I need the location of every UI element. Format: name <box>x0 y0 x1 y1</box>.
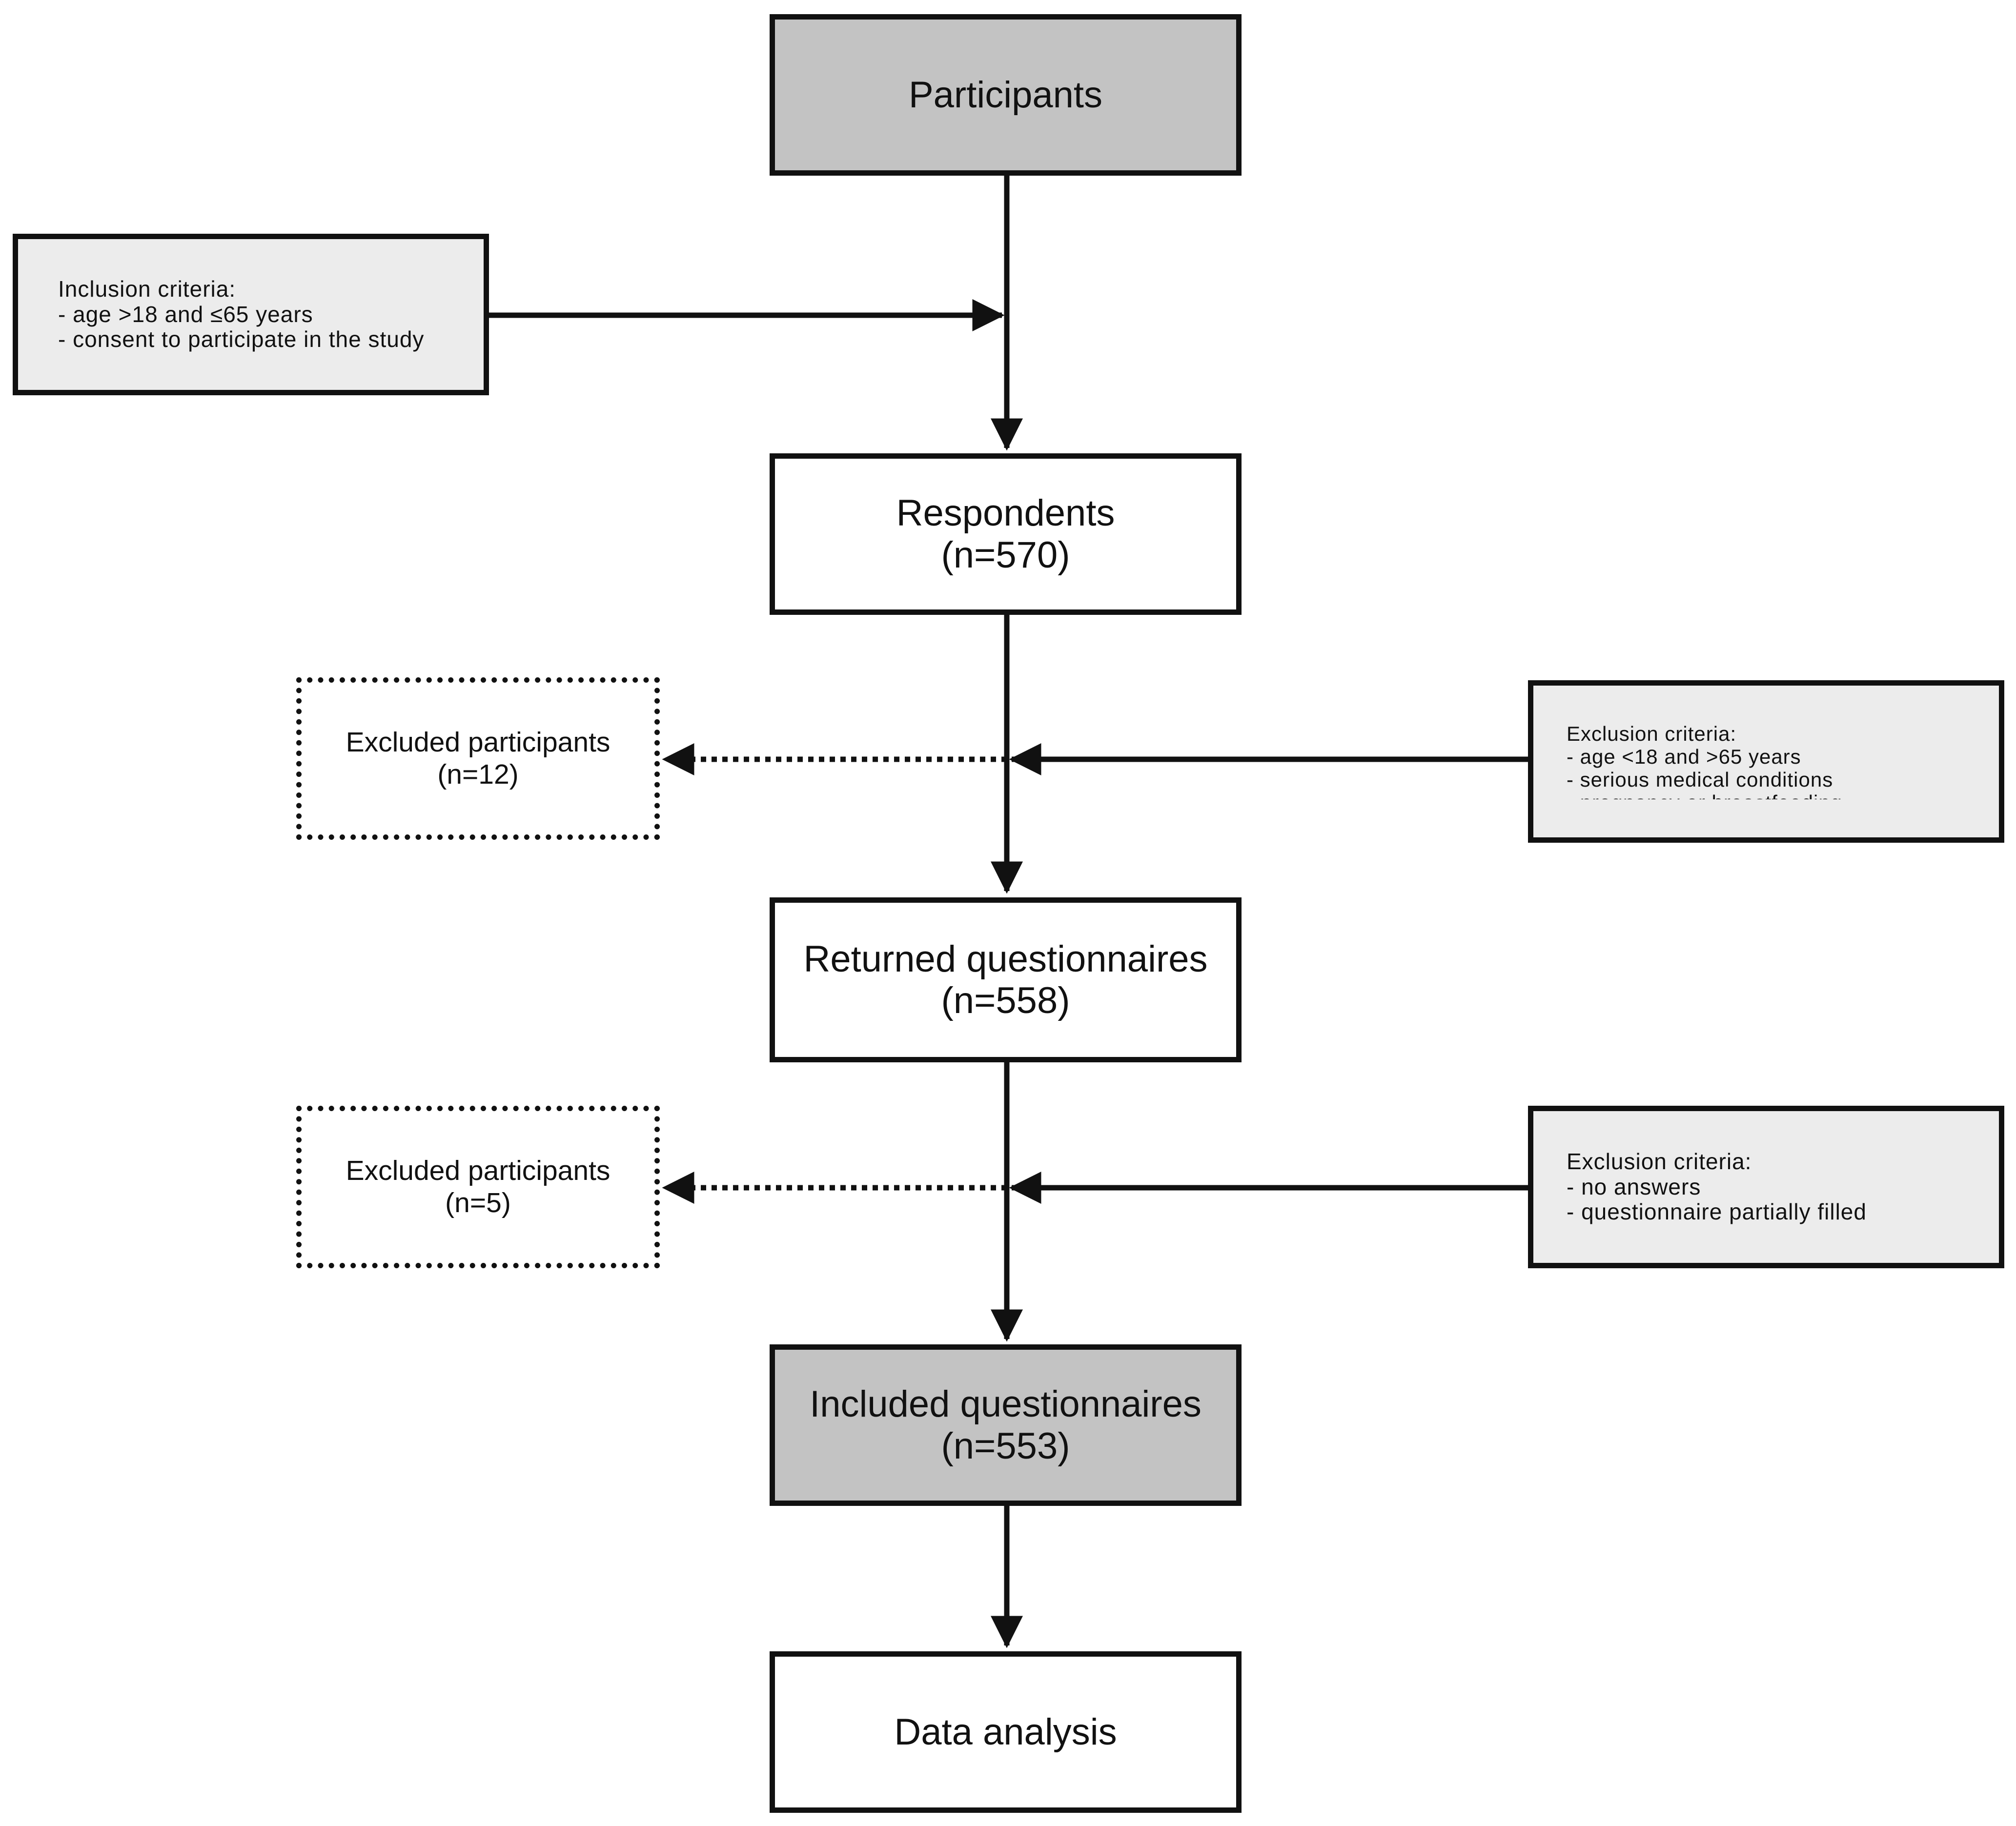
inclusion-criteria-box: Inclusion criteria: - age >18 and ≤65 ye… <box>13 234 489 395</box>
inclusion-criteria-item: - age >18 and ≤65 years <box>58 301 313 327</box>
data-analysis-label: Data analysis <box>894 1711 1117 1753</box>
respondents-box: Respondents (n=570) <box>770 453 1242 615</box>
excluded-participants-count-2: (n=5) <box>445 1187 511 1218</box>
exclusion-criteria-item: - questionnaire partially filled <box>1567 1199 1867 1225</box>
exclusion-criteria-title-2: Exclusion criteria: <box>1567 1149 1752 1175</box>
excluded-participants-label-1: Excluded participants <box>346 726 611 758</box>
exclusion-criteria-item: - no answers <box>1567 1174 1701 1199</box>
excluded-participants-count-1: (n=12) <box>437 758 519 790</box>
respondents-label: Respondents <box>896 492 1115 534</box>
exclusion-criteria-box-2: Exclusion criteria: - no answers - quest… <box>1528 1106 2004 1268</box>
exclusion-criteria-text-2: Exclusion criteria: - no answers - quest… <box>1567 1149 1867 1225</box>
excluded-participants-box-2: Excluded participants (n=5) <box>296 1106 660 1268</box>
exclusion-criteria-item: - age <18 and >65 years <box>1567 745 1801 768</box>
exclusion-criteria-box-1: Exclusion criteria: - age <18 and >65 ye… <box>1528 680 2004 843</box>
data-analysis-box: Data analysis <box>770 1651 1242 1813</box>
participants-box: Participants <box>770 14 1242 176</box>
inclusion-criteria-text: Inclusion criteria: - age >18 and ≤65 ye… <box>58 277 424 352</box>
excluded-participants-label-2: Excluded participants <box>346 1155 611 1186</box>
returned-questionnaires-label: Returned questionnaires <box>803 938 1208 980</box>
exclusion-criteria-title-1: Exclusion criteria: <box>1567 722 1737 745</box>
exclusion-criteria-item: - pregnancy or breastfeeding <box>1567 791 1842 799</box>
excluded-participants-box-1: Excluded participants (n=12) <box>296 677 660 840</box>
returned-questionnaires-count: (n=558) <box>941 980 1070 1021</box>
exclusion-criteria-text-1: Exclusion criteria: - age <18 and >65 ye… <box>1567 722 1842 799</box>
respondents-count: (n=570) <box>941 534 1070 576</box>
exclusion-criteria-item: - serious medical conditions <box>1567 768 1833 791</box>
returned-questionnaires-box: Returned questionnaires (n=558) <box>770 897 1242 1062</box>
inclusion-criteria-title: Inclusion criteria: <box>58 277 236 302</box>
included-questionnaires-count: (n=553) <box>941 1425 1070 1467</box>
included-questionnaires-box: Included questionnaires (n=553) <box>770 1344 1242 1506</box>
participants-label: Participants <box>908 74 1103 116</box>
included-questionnaires-label: Included questionnaires <box>810 1383 1201 1425</box>
inclusion-criteria-item: - consent to participate in the study <box>58 326 425 352</box>
